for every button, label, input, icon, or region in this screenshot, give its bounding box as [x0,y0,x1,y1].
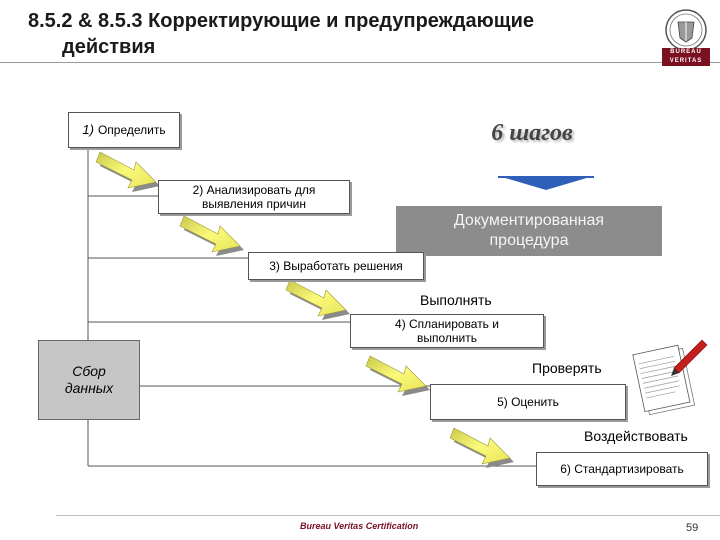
phase-check-label: Проверять [532,360,602,376]
documented-procedure-line-1: Документированная [454,211,604,231]
arrow-step-5-icon [450,428,514,468]
step-5-box: 5) Оценить [430,384,626,420]
data-collection-line-2: данных [65,380,113,397]
step-2-line-1: 2) Анализировать для [193,183,316,197]
arrow-step-2-icon [180,216,244,256]
step-1-number: 1) [82,123,94,137]
phase-do-label: Выполнять [420,292,492,308]
documented-procedure-box: Документированная процедура [396,206,662,256]
phase-act-label: Воздействовать [584,428,688,444]
step-6-box: 6) Стандартизировать [536,452,708,486]
footer-divider [56,515,720,516]
step-1-box: 1) Определить [68,112,180,148]
step-1-label: Определить [98,123,166,137]
data-collection-box: Сбор данных [38,340,140,420]
page-number: 59 [686,522,698,534]
steps-count-title: 6 шагов [470,120,594,147]
step-2-box: 2) Анализировать для выявления причин [158,180,350,214]
step-6-label: 6) Стандартизировать [560,462,684,476]
arrow-step-3-icon [286,280,350,320]
documents-pen-icon [628,330,714,422]
step-5-label: 5) Оценить [497,395,559,409]
step-4-line-2: выполнить [417,331,477,345]
step-4-box: 4) Спланировать и выполнить [350,314,544,348]
step-3-box: 3) Выработать решения [248,252,424,280]
data-collection-line-1: Сбор [65,363,113,380]
documented-procedure-line-2: процедура [490,231,569,251]
arrow-step-1-icon [96,152,160,192]
step-4-line-1: 4) Спланировать и [395,317,499,331]
step-3-label: 3) Выработать решения [269,259,403,273]
footer-company: Bureau Veritas Certification [300,521,418,531]
step-2-line-2: выявления причин [202,197,306,211]
arrow-step-4-icon [366,356,430,396]
